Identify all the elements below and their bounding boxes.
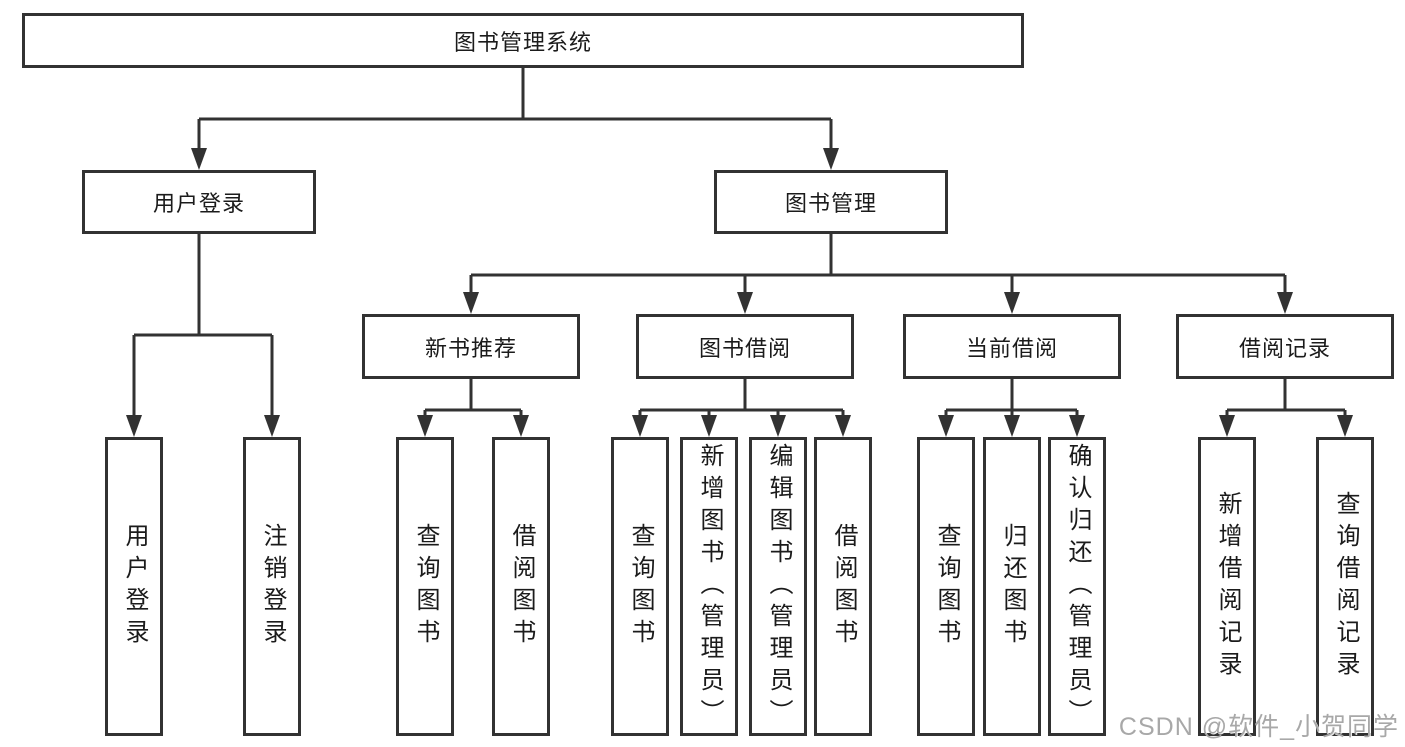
arrowheads — [126, 148, 1353, 437]
leaf-add-borrow-record: 新增借阅记录 — [1198, 437, 1256, 736]
leaf-search-books-borrow: 查询图书 — [611, 437, 669, 736]
leaf-label: 新增借阅记录 — [1214, 490, 1241, 683]
leaf-label: 编辑图书（管理员） — [765, 442, 792, 731]
leaf-label: 查询图书 — [933, 522, 960, 651]
leaf-search-books-recommend: 查询图书 — [396, 437, 454, 736]
leaf-return-book: 归还图书 — [983, 437, 1041, 736]
leaf-label: 新增图书（管理员） — [696, 442, 723, 731]
node-new-book-recommend: 新书推荐 — [362, 314, 580, 379]
leaf-label: 查询图书 — [627, 522, 654, 651]
leaf-label: 查询图书 — [412, 522, 439, 651]
leaf-user-login: 用户登录 — [105, 437, 163, 736]
leaf-label: 确认归还（管理员） — [1064, 442, 1091, 731]
leaf-search-borrow-record: 查询借阅记录 — [1316, 437, 1374, 736]
node-current-borrow: 当前借阅 — [903, 314, 1121, 379]
leaf-borrow-books: 借阅图书 — [814, 437, 872, 736]
leaf-label: 归还图书 — [999, 522, 1026, 651]
leaf-confirm-return-admin: 确认归还（管理员） — [1048, 437, 1106, 736]
leaf-search-books-current: 查询图书 — [917, 437, 975, 736]
csdn-watermark: CSDN @软件_小贺同学 — [1118, 713, 1399, 741]
leaf-label: 注销登录 — [259, 522, 286, 651]
leaf-label: 借阅图书 — [508, 522, 535, 651]
node-borrow-records: 借阅记录 — [1176, 314, 1394, 379]
leaf-label: 查询借阅记录 — [1332, 490, 1359, 683]
node-book-management: 图书管理 — [714, 170, 948, 234]
node-user-login: 用户登录 — [82, 170, 316, 234]
leaf-add-book-admin: 新增图书（管理员） — [680, 437, 738, 736]
node-library-system: 图书管理系统 — [22, 13, 1024, 68]
leaf-label: 用户登录 — [121, 522, 148, 651]
leaf-edit-book-admin: 编辑图书（管理员） — [749, 437, 807, 736]
leaf-logout: 注销登录 — [243, 437, 301, 736]
leaf-borrow-books-recommend: 借阅图书 — [492, 437, 550, 736]
leaf-label: 借阅图书 — [830, 522, 857, 651]
node-book-borrow: 图书借阅 — [636, 314, 854, 379]
